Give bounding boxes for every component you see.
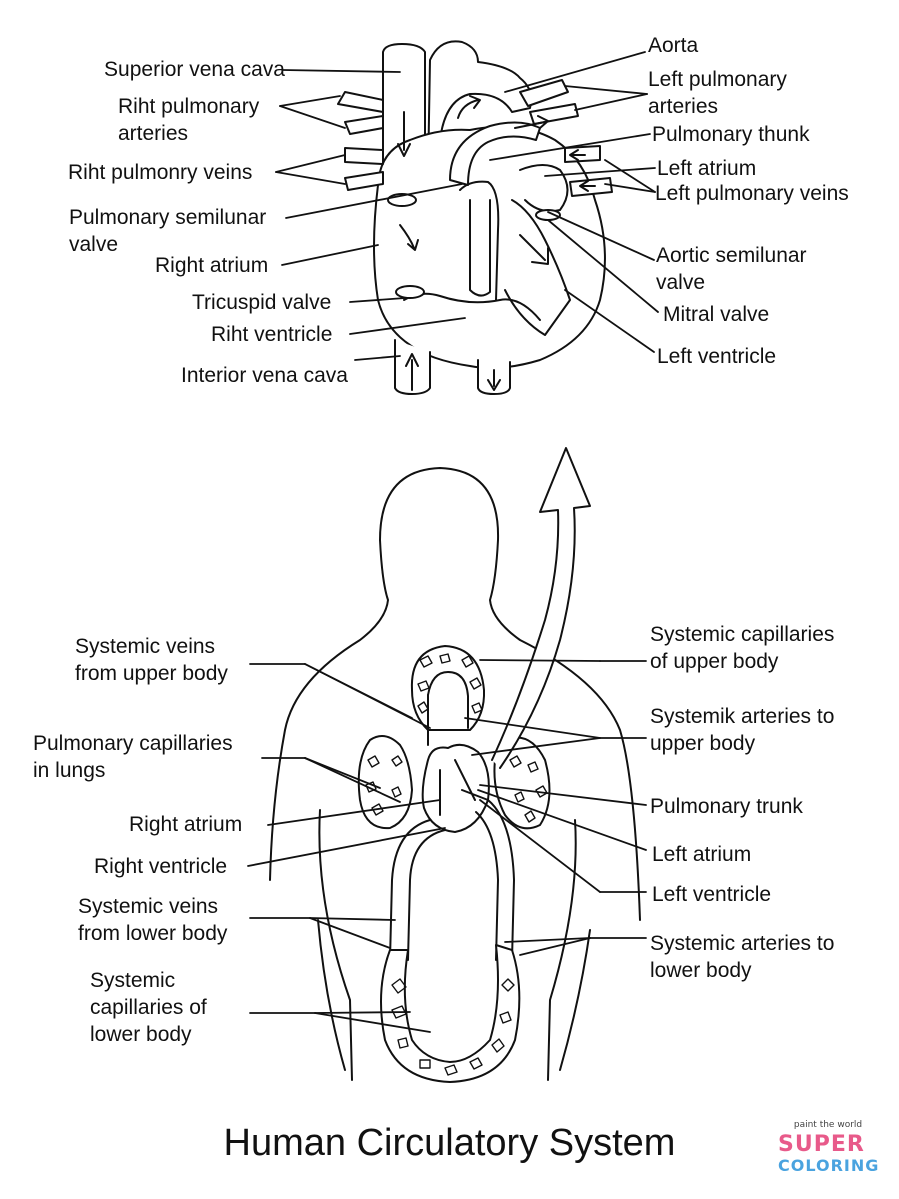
label-body-right-ventricle: Right ventricle xyxy=(94,855,228,878)
label-left-pulmonary-veins: Left pulmonary veins xyxy=(655,182,849,205)
heart-drawing xyxy=(337,40,613,395)
logo-line-1: SUPER xyxy=(778,1132,865,1157)
label-riht-ventricle: Riht ventricle xyxy=(211,323,333,346)
label-body-left-ventricle: Left ventricle xyxy=(652,883,772,906)
label-systemic-veins-upper: Systemic veins from upper body xyxy=(75,635,228,685)
label-heart-left-ventricle: Left ventricle xyxy=(657,345,777,368)
label-heart-right-atrium: Right atrium xyxy=(155,254,269,277)
label-left-pulmonary-arteries: Left pulmonary arteries xyxy=(648,68,787,118)
label-aortic-semilunar-valve: Aortic semilunar valve xyxy=(656,244,807,294)
label-mitral-valve: Mitral valve xyxy=(663,303,770,326)
label-body-right-atrium: Right atrium xyxy=(129,813,243,836)
logo-tagline: paint the world xyxy=(793,1120,863,1130)
label-interior-vena-cava: Interior vena cava xyxy=(181,364,348,387)
label-aorta: Aorta xyxy=(648,34,699,57)
label-riht-pulmonry-veins: Riht pulmonry veins xyxy=(68,161,253,184)
page-title: Human Circulatory System xyxy=(223,1122,676,1164)
label-systemic-capillaries-upper: Systemic capillaries of upper body xyxy=(650,623,835,673)
label-systemic-veins-lower: Systemic veins from lower body xyxy=(78,895,228,945)
label-superior-vena-cava: Superior vena cava xyxy=(104,58,285,81)
body-leader-lines xyxy=(247,659,647,1033)
heart-leader-lines xyxy=(275,51,659,361)
label-systemik-arteries-upper: Systemik arteries to upper body xyxy=(650,705,835,755)
label-heart-left-atrium: Left atrium xyxy=(657,157,757,180)
logo-line-2: COLORING xyxy=(778,1156,880,1175)
label-pulmonary-trunk: Pulmonary trunk xyxy=(650,795,803,818)
label-pulmonary-semilunar-valve: Pulmonary semilunar valve xyxy=(69,206,267,256)
label-systemic-capillaries-lower: Systemic capillaries of lower body xyxy=(90,969,207,1046)
super-coloring-logo: paint the world SUPER COLORING xyxy=(778,1120,888,1180)
label-body-left-atrium: Left atrium xyxy=(652,843,752,866)
body-drawing xyxy=(269,447,641,1083)
label-systemic-arteries-lower: Systemic arteries to lower body xyxy=(650,932,835,982)
label-pulmonary-capillaries: Pulmonary capillaries in lungs xyxy=(33,732,233,782)
label-pulmonary-thunk: Pulmonary thunk xyxy=(652,123,810,146)
label-riht-pulmonary-arteries: Riht pulmonary arteries xyxy=(118,95,260,145)
label-tricuspid-valve: Tricuspid valve xyxy=(192,291,332,314)
